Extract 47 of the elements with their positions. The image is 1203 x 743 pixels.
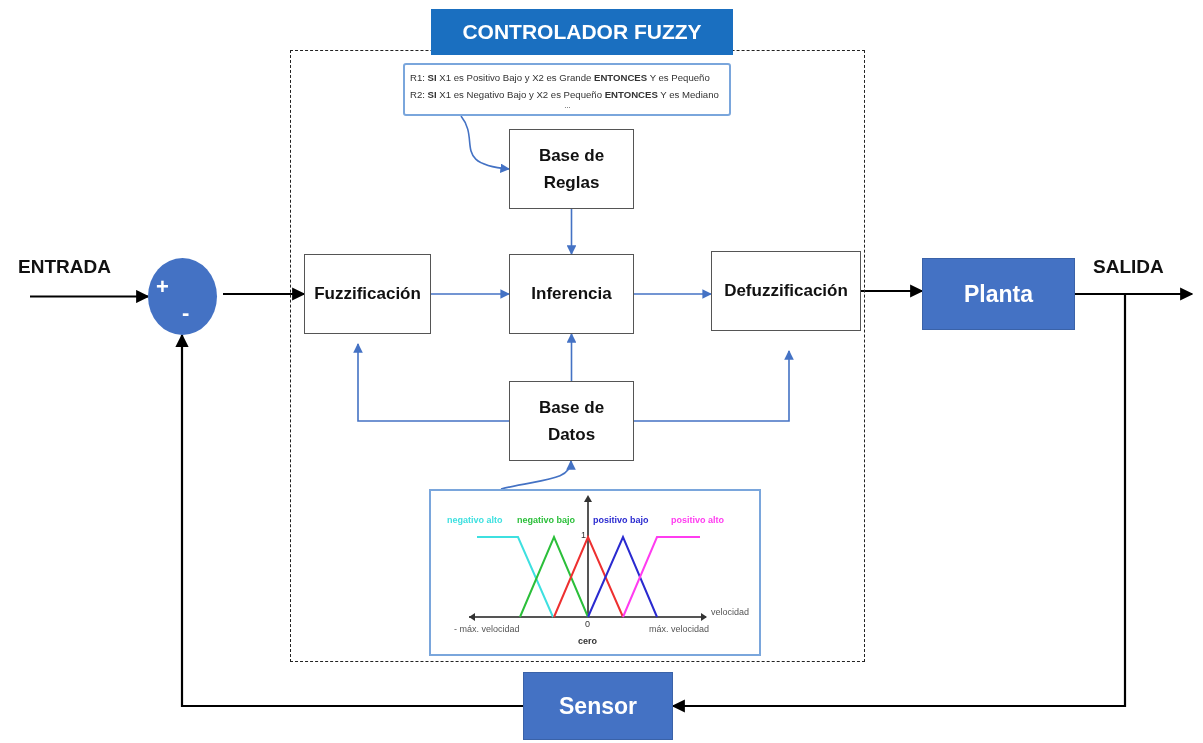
process-box (509, 381, 634, 461)
axis-label: - máx. velocidad (454, 624, 520, 634)
arrow (175, 333, 523, 708)
process-box (509, 129, 634, 209)
signal-label: SALIDA (1093, 256, 1164, 278)
series-label: positivo alto (671, 515, 724, 525)
series-label: negativo alto (447, 515, 503, 525)
arrow (500, 460, 575, 490)
tick-label: 1 (581, 530, 586, 540)
series-label: positivo bajo (593, 515, 649, 525)
box-label: Sensor (558, 691, 638, 721)
signal-label: ENTRADA (18, 256, 111, 278)
arrow (30, 289, 150, 304)
sign-symbol: + (156, 276, 169, 298)
box-label: Fuzzificación (313, 283, 422, 306)
arrow (861, 284, 924, 298)
process-box (304, 254, 431, 334)
box-label: Base de Datos (537, 396, 606, 446)
arrow (223, 287, 306, 301)
box-label: Planta (963, 279, 1035, 309)
box-label: Inferencia (530, 283, 613, 306)
box-label: Base de Reglas (537, 144, 606, 194)
process-block (523, 672, 673, 740)
rules-box (403, 63, 731, 116)
axis-label: velocidad (711, 607, 750, 617)
arrow (430, 289, 510, 299)
chart-box (429, 489, 761, 656)
rule-text: ... (563, 103, 572, 109)
arrow (566, 333, 577, 382)
process-block (922, 258, 1075, 330)
rule-text: R1: SI X1 es Positivo Bajo y X2 es Grande ENTONCES Y es Pequeño (410, 71, 711, 85)
arrow (671, 292, 1127, 713)
axis-label: máx. velocidad (649, 624, 710, 634)
title-banner: CONTROLADOR FUZZY (431, 9, 733, 55)
axis-label: cero (578, 636, 597, 646)
sign-symbol: - (182, 302, 190, 324)
arrow (633, 289, 712, 299)
tick-label: 0 (585, 619, 590, 629)
process-box (509, 254, 634, 334)
arrow (460, 115, 510, 173)
process-box (711, 251, 861, 331)
series-label: negativo bajo (517, 515, 575, 525)
arrow (633, 350, 794, 422)
rule-text: R2: SI X1 es Negativo Bajo y X2 es Pequeño ENTONCES Y es Mediano (410, 88, 720, 102)
box-label: Defuzzificación (723, 280, 849, 303)
arrow (566, 208, 577, 255)
arrow (353, 343, 510, 422)
